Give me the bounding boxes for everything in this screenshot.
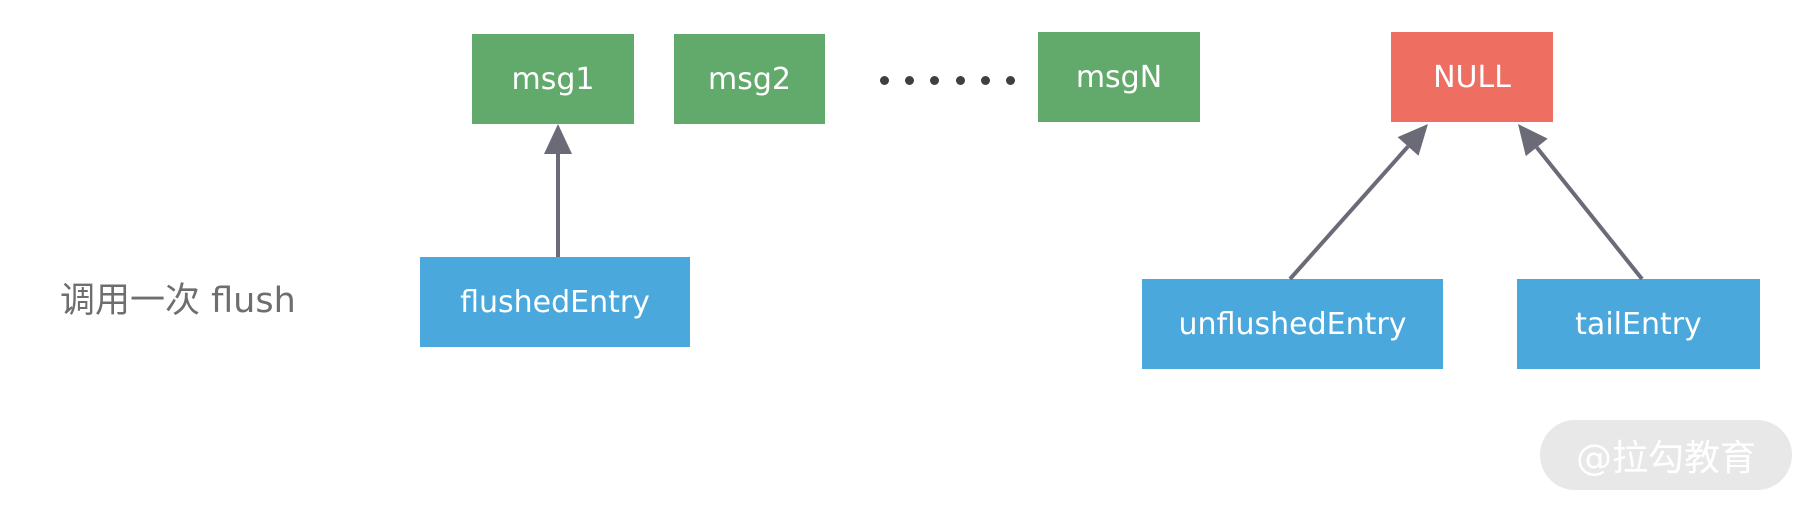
ellipsis-dot (880, 75, 889, 85)
node-msgN: msgN (1038, 32, 1200, 122)
caption-label: 调用一次 flush (60, 281, 296, 321)
node-msg2: msg2 (674, 34, 825, 124)
watermark: @拉勾教育 (1540, 420, 1792, 490)
ellipsis-dot (905, 75, 915, 85)
arrow-shaft (1535, 146, 1644, 281)
ellipsis-dot (930, 75, 940, 85)
node-unflushedEntry: unflushedEntry (1142, 279, 1443, 369)
arrow-tailEntry-to-NULL (1518, 124, 1644, 281)
ellipsis-dot (955, 75, 965, 85)
node-tailEntry: tailEntry (1517, 279, 1760, 369)
ellipsis (880, 72, 1015, 88)
arrow-flushedEntry-to-msg1 (544, 124, 572, 257)
arrow-head (544, 124, 572, 154)
arrow-shaft (1288, 145, 1410, 281)
node-msg1: msg1 (472, 34, 634, 124)
arrow-head (1518, 124, 1548, 157)
arrow-head (1397, 124, 1428, 156)
ellipsis-dot (1005, 75, 1015, 85)
ellipsis-dot (980, 75, 990, 85)
node-flushedEntry: flushedEntry (420, 257, 690, 347)
node-null: NULL (1391, 32, 1553, 122)
arrow-unflushedEntry-to-NULL (1288, 124, 1428, 281)
